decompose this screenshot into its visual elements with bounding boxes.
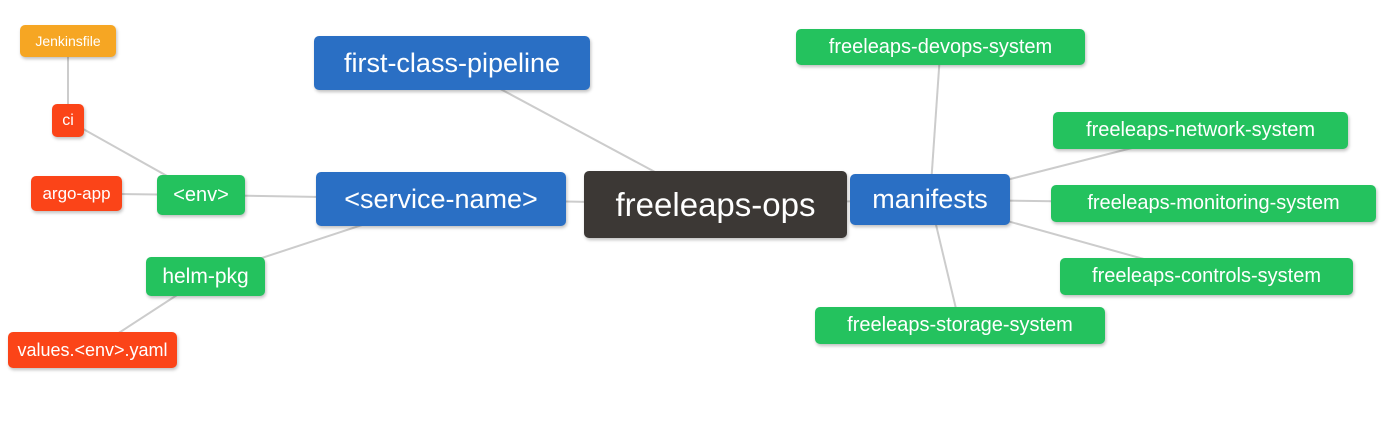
node-freeleaps-controls-system[interactable]: freeleaps-controls-system — [1060, 258, 1353, 295]
node-first-class-pipeline[interactable]: first-class-pipeline — [314, 36, 590, 90]
node-helm-pkg[interactable]: helm-pkg — [146, 257, 265, 296]
node-freeleaps-ops[interactable]: freeleaps-ops — [584, 171, 847, 238]
node-ci[interactable]: ci — [52, 104, 84, 137]
node-freeleaps-devops-system[interactable]: freeleaps-devops-system — [796, 29, 1085, 65]
node-freeleaps-network-system[interactable]: freeleaps-network-system — [1053, 112, 1348, 149]
node-freeleaps-monitoring-system[interactable]: freeleaps-monitoring-system — [1051, 185, 1376, 222]
node-service-name[interactable]: <service-name> — [316, 172, 566, 226]
node-argo-app[interactable]: argo-app — [31, 176, 122, 211]
node-jenkinsfile[interactable]: Jenkinsfile — [20, 25, 116, 57]
node-values-env-yaml[interactable]: values.<env>.yaml — [8, 332, 177, 368]
node-env[interactable]: <env> — [157, 175, 245, 215]
node-manifests[interactable]: manifests — [850, 174, 1010, 225]
node-freeleaps-storage-system[interactable]: freeleaps-storage-system — [815, 307, 1105, 344]
